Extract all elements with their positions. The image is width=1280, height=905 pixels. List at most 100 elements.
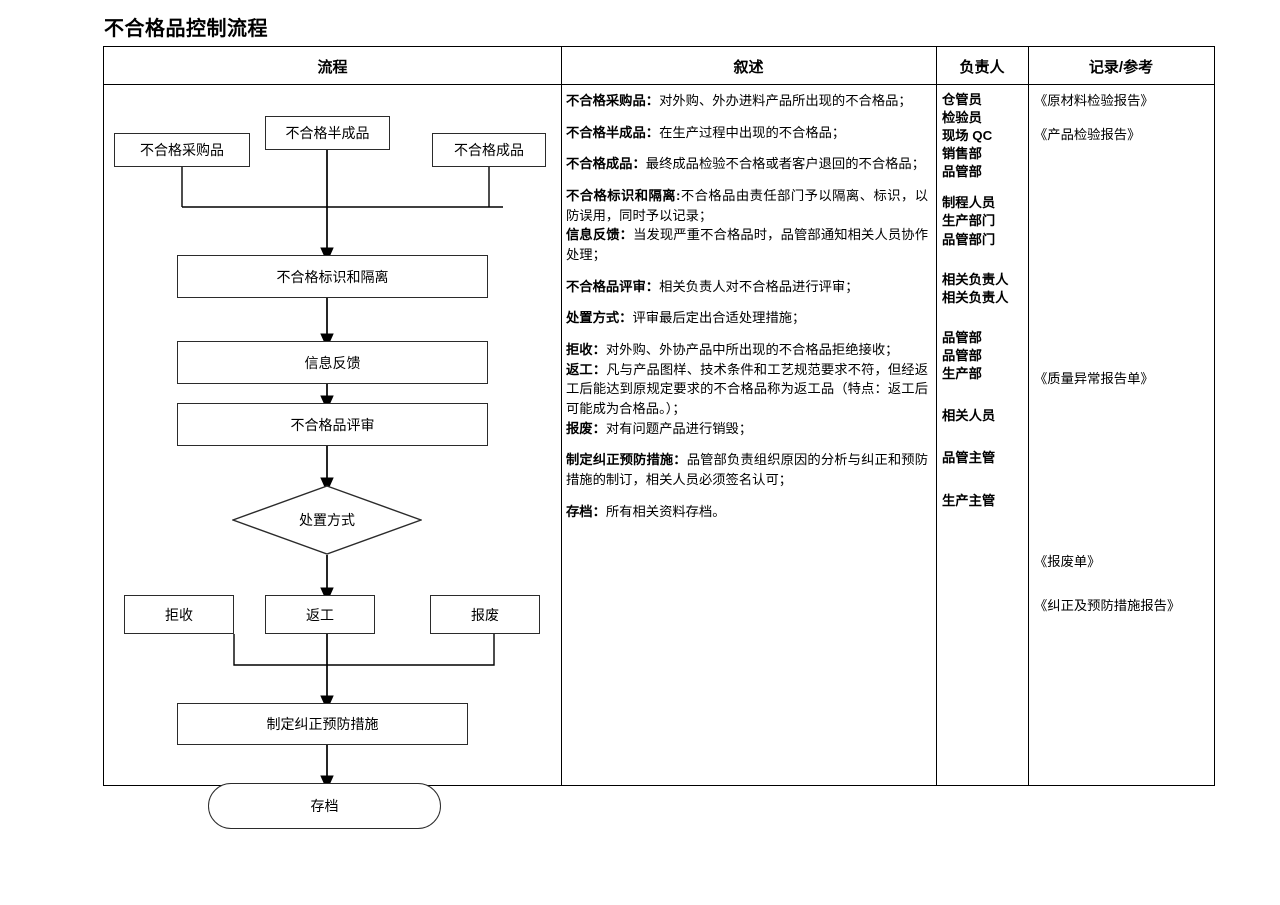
record-item: 《原材料检验报告》 bbox=[1034, 93, 1154, 108]
description-text: 不合格品由责任部门予以隔离、标识，以防误用，同时予以记录； bbox=[566, 188, 928, 223]
flow-node-reject[interactable]: 拒收 bbox=[124, 595, 234, 634]
flow-node-label: 返工 bbox=[306, 606, 334, 623]
flow-node-identify-isolate[interactable]: 不合格标识和隔离 bbox=[177, 255, 488, 298]
records-column: 《原材料检验报告》 《产品检验报告》 《质量异常报告单》 《报废单》 《纠正及预… bbox=[1034, 91, 1214, 613]
description-text: 最终成品检验不合格或者客户退回的不合格品； bbox=[645, 156, 926, 172]
column-divider-3 bbox=[1028, 47, 1029, 785]
responsible-item: 品管主管 bbox=[942, 450, 996, 466]
description-term: 信息反馈： bbox=[566, 227, 634, 243]
description-item: 不合格标识和隔离:不合格品由责任部门予以隔离、标识，以防误用，同时予以记录； bbox=[566, 186, 928, 225]
flow-node-purchased[interactable]: 不合格采购品 bbox=[114, 133, 250, 167]
column-divider-1 bbox=[561, 47, 562, 785]
responsible-group: 生产主管 bbox=[942, 492, 1028, 510]
description-term: 处置方式： bbox=[566, 310, 633, 326]
responsible-group: 品管部 品管部 生产部 bbox=[942, 329, 1028, 383]
description-text: 对外购、外协产品中所出现的不合格品拒绝接收； bbox=[605, 342, 899, 358]
flow-node-label: 不合格品评审 bbox=[290, 416, 375, 433]
responsible-group: 仓管员 检验员 现场 QC 销售部 品管部 bbox=[942, 91, 1028, 181]
flow-node-label: 拒收 bbox=[165, 606, 193, 623]
record-item: 《纠正及预防措施报告》 bbox=[1034, 598, 1181, 613]
record-item: 《产品检验报告》 bbox=[1034, 126, 1141, 142]
column-header-process: 流程 bbox=[317, 58, 348, 76]
flow-node-semi-finished[interactable]: 不合格半成品 bbox=[265, 116, 390, 150]
description-item: 报废：对有问题产品进行销毁； bbox=[566, 419, 928, 439]
flow-node-label: 不合格半成品 bbox=[285, 125, 370, 141]
flow-node-label: 制定纠正预防措施 bbox=[266, 716, 379, 732]
record-item: 《质量异常报告单》 bbox=[1034, 371, 1154, 386]
description-term: 拒收： bbox=[566, 342, 606, 358]
table-header-row: 流程 叙述 负责人 记录/参考 bbox=[104, 47, 1214, 85]
description-item: 不合格半成品：在生产过程中出现的不合格品； bbox=[566, 123, 928, 143]
process-table: 流程 叙述 负责人 记录/参考 bbox=[103, 46, 1215, 829]
description-item: 存档：所有相关资料存档。 bbox=[566, 502, 928, 522]
responsible-item: 仓管员 bbox=[942, 92, 982, 107]
description-text: 对有问题产品进行销毁； bbox=[605, 420, 753, 436]
column-header-description: 叙述 bbox=[733, 58, 764, 76]
description-item: 返工：凡与产品图样、技术条件和工艺规范要求不符，但经返工后能达到原规定要求的不合… bbox=[566, 360, 928, 419]
description-term: 制定纠正预防措施： bbox=[566, 452, 687, 468]
description-term: 报废： bbox=[566, 420, 606, 436]
flow-node-corrective-preventive[interactable]: 制定纠正预防措施 bbox=[177, 703, 468, 745]
flow-node-archive[interactable]: 存档 bbox=[208, 783, 441, 829]
flow-node-label: 处置方式 bbox=[299, 512, 355, 528]
page-title: 不合格品控制流程 bbox=[104, 18, 268, 40]
description-column: 不合格采购品：对外购、外办进料产品所出现的不合格品； 不合格半成品：在生产过程中… bbox=[566, 91, 928, 533]
description-text: 所有相关资料存档。 bbox=[605, 503, 726, 519]
record-item: 《报废单》 bbox=[1034, 554, 1101, 569]
responsible-item: 品管部 bbox=[942, 329, 982, 345]
responsible-item: 品管部 bbox=[942, 164, 982, 180]
column-header-responsible: 负责人 bbox=[959, 58, 1005, 76]
description-term: 不合格标识和隔离: bbox=[566, 188, 681, 204]
responsible-item: 品管部 bbox=[942, 347, 982, 363]
flow-node-label: 信息反馈 bbox=[304, 354, 361, 371]
responsible-item: 销售部 bbox=[942, 146, 982, 162]
responsible-group: 制程人员 生产部门 品管部门 bbox=[942, 194, 1028, 248]
column-header-records: 记录/参考 bbox=[1088, 58, 1154, 76]
description-term: 不合格品评审： bbox=[566, 278, 660, 294]
flow-node-scrap[interactable]: 报废 bbox=[430, 595, 540, 634]
flow-node-label: 不合格成品 bbox=[454, 142, 524, 158]
responsible-group: 相关负责人 相关负责人 bbox=[942, 271, 1028, 307]
description-text: 相关负责人对不合格品进行评审； bbox=[659, 278, 859, 294]
responsible-item: 相关负责人 bbox=[942, 289, 1009, 305]
flowchart: 不合格采购品 不合格半成品 不合格成品 不合格标识和隔离 信息反馈 不合格品评审 bbox=[104, 85, 561, 829]
description-item: 不合格成品：最终成品检验不合格或者客户退回的不合格品； bbox=[566, 154, 928, 174]
flow-node-feedback[interactable]: 信息反馈 bbox=[177, 341, 488, 384]
flow-node-finished[interactable]: 不合格成品 bbox=[432, 133, 546, 167]
table-body: 不合格采购品 不合格半成品 不合格成品 不合格标识和隔离 信息反馈 不合格品评审 bbox=[104, 85, 1214, 829]
flow-node-disposition[interactable]: 处置方式 bbox=[232, 485, 422, 555]
description-term: 返工： bbox=[566, 361, 607, 377]
responsible-item: 生产部 bbox=[942, 365, 982, 381]
responsible-item: 检验员 bbox=[942, 110, 982, 126]
responsible-group: 品管主管 bbox=[942, 449, 1028, 467]
responsible-item: 生产主管 bbox=[942, 493, 996, 509]
description-item: 不合格品评审：相关负责人对不合格品进行评审； bbox=[566, 277, 928, 297]
responsible-item: 制程人员 bbox=[942, 195, 996, 211]
description-item: 处置方式：评审最后定出合适处理措施； bbox=[566, 308, 928, 328]
flow-node-label: 不合格采购品 bbox=[140, 142, 224, 158]
responsible-item: 相关负责人 bbox=[942, 271, 1009, 287]
description-text: 在生产过程中出现的不合格品； bbox=[659, 124, 846, 140]
description-term: 存档： bbox=[566, 503, 606, 519]
description-item: 信息反馈：当发现严重不合格品时，品管部通知相关人员协作处理； bbox=[566, 225, 928, 264]
responsible-column: 仓管员 检验员 现场 QC 销售部 品管部 制程人员 生产部门 品管部门 相关负… bbox=[942, 91, 1028, 523]
flow-node-review[interactable]: 不合格品评审 bbox=[177, 403, 488, 446]
description-term: 不合格采购品： bbox=[566, 93, 660, 108]
flow-node-label: 报废 bbox=[471, 606, 499, 623]
flow-node-rework[interactable]: 返工 bbox=[265, 595, 375, 634]
responsible-item: 生产部门 bbox=[942, 213, 996, 229]
description-item: 制定纠正预防措施：品管部负责组织原因的分析与纠正和预防措施的制订，相关人员必须签… bbox=[566, 450, 928, 489]
description-text: 当发现严重不合格品时，品管部通知相关人员协作处理； bbox=[566, 227, 929, 263]
column-divider-2 bbox=[936, 47, 937, 785]
flowchart-connectors bbox=[181, 150, 503, 785]
responsible-item: 现场 QC bbox=[942, 128, 993, 144]
description-item: 拒收：对外购、外协产品中所出现的不合格品拒绝接收； bbox=[566, 340, 928, 360]
description-text: 对外购、外办进料产品所出现的不合格品； bbox=[659, 93, 912, 108]
flow-node-label: 不合格标识和隔离 bbox=[276, 268, 389, 285]
diamond-shape bbox=[232, 485, 422, 555]
description-text: 品管部负责组织原因的分析与纠正和预防措施的制订，相关人员必须签名认可； bbox=[566, 452, 929, 488]
description-term: 不合格半成品： bbox=[566, 124, 660, 140]
description-item: 不合格采购品：对外购、外办进料产品所出现的不合格品； bbox=[566, 91, 928, 111]
description-text: 凡与产品图样、技术条件和工艺规范要求不符，但经返工后能达到原规定要求的不合格品称… bbox=[566, 361, 929, 417]
